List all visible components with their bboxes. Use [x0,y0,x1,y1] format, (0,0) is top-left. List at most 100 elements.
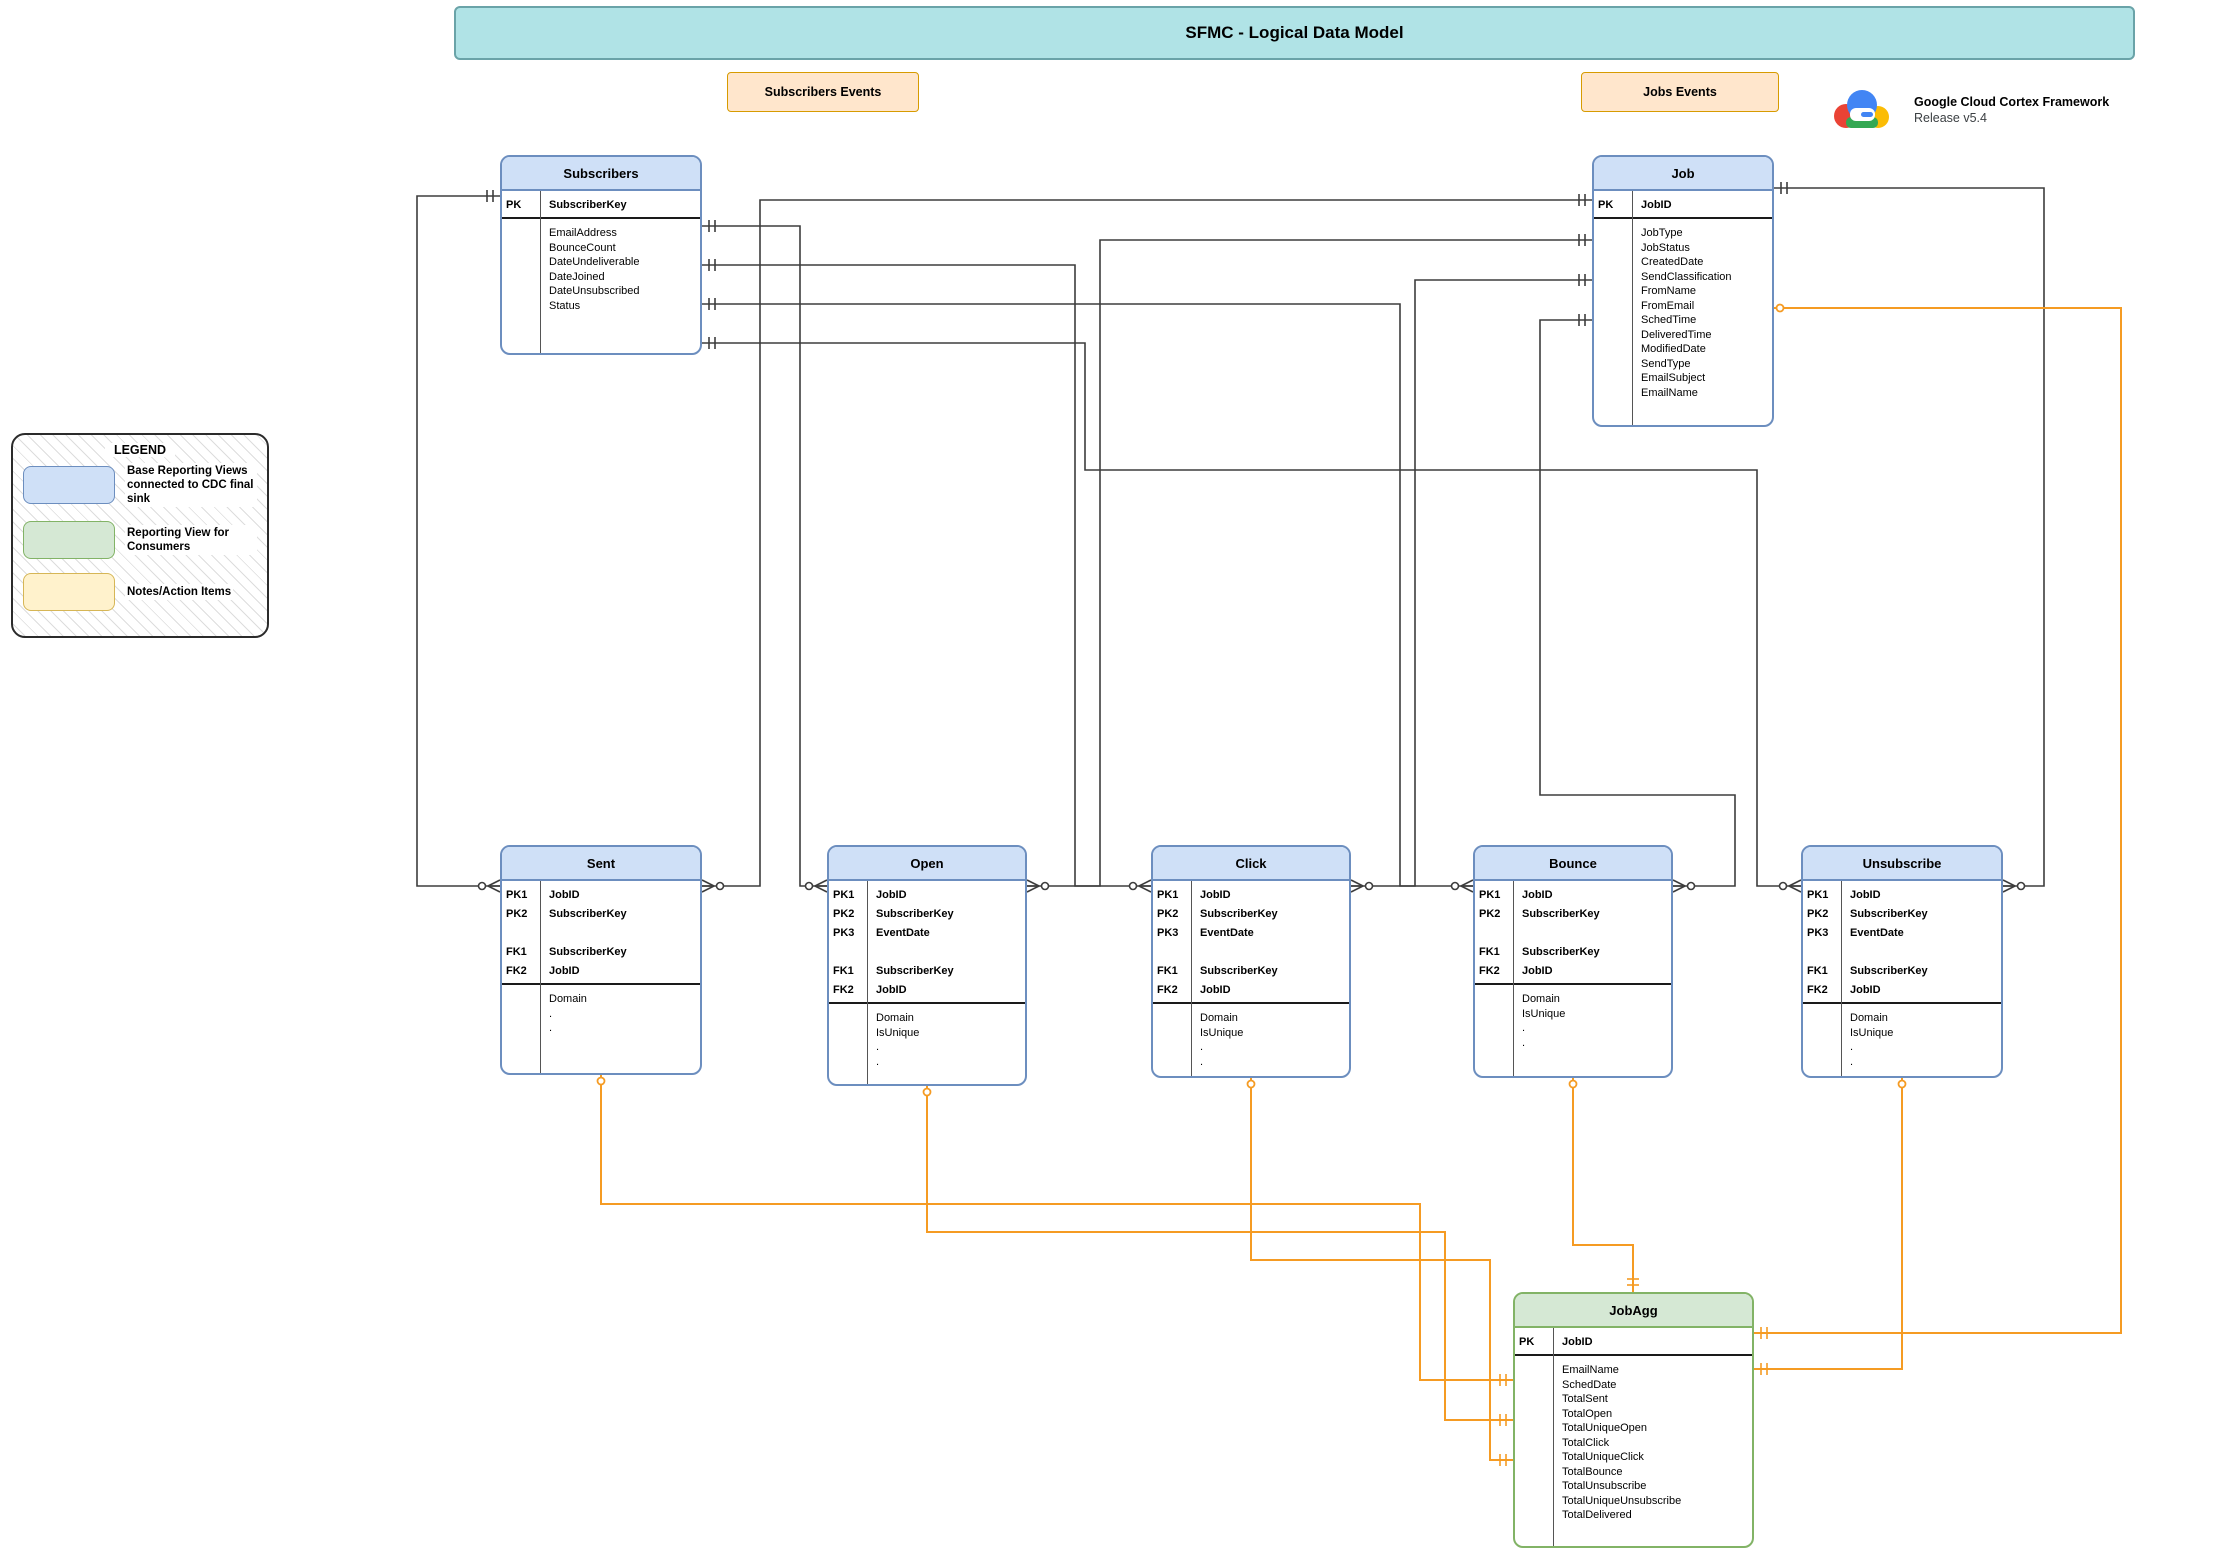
legend-title: LEGEND [105,443,175,457]
entity-separator [502,983,700,985]
entity-attribute: SendType [1641,357,1691,370]
entity-key-divider [867,881,868,1084]
entity-attribute: . [1200,1055,1204,1068]
entity-key-divider [540,191,541,353]
entity-separator [829,1002,1025,1004]
entity-attribute: EmailSubject [1641,372,1706,384]
entity-attribute: SchedTime [1641,314,1697,326]
note-subscribers-events: Subscribers Events [727,72,919,112]
entity-separator [1803,1002,2001,1004]
legend-swatch-green [23,521,115,559]
entity-title: Unsubscribe [1803,847,2001,881]
entity-attribute: EmailName [1641,386,1698,399]
entity-title: Sent [502,847,700,881]
google-cloud-logo-icon [1834,90,1889,128]
entity-attribute: IsUnique [1200,1026,1244,1039]
entity-title: JobAgg [1515,1294,1752,1328]
entity-attribute: DeliveredTime [1641,328,1712,341]
entity-title: Open [829,847,1025,881]
entity-attribute: Domain [876,1012,914,1024]
entity-separator [1515,1354,1752,1356]
entity-attribute: Domain [1200,1012,1238,1024]
legend-item-notes: Notes/Action Items [23,573,257,611]
entity-key-divider [1553,1328,1554,1546]
entity-attribute: DateJoined [549,270,605,283]
entity-key-divider [1513,881,1514,1076]
entity-attribute: . [876,1041,880,1053]
entity-attribute: EmailName [1562,1364,1619,1376]
note-jobs-events: Jobs Events [1581,72,1779,112]
entity-key-divider [1632,191,1633,425]
entity-attribute: CreatedDate [1641,256,1704,268]
entity-attribute: TotalSent [1562,1393,1608,1405]
entity-attribute: Domain [549,993,587,1005]
legend-swatch-yellow [23,573,115,611]
entity-attribute: . [1522,1036,1526,1049]
entity-title: Subscribers [502,157,700,191]
entity-attribute: Domain [1522,993,1560,1005]
entity-separator [1475,983,1671,985]
entity-attribute: JobStatus [1641,241,1690,254]
entity-title: Bounce [1475,847,1671,881]
entity-title: Job [1594,157,1772,191]
entity-attribute: . [1200,1041,1204,1053]
entity-attribute: BounceCount [549,241,616,254]
entity-attribute: TotalUniqueUnsubscribe [1562,1494,1682,1507]
legend: LEGEND Base Reporting Views connected to… [11,433,269,638]
entity-attribute: Domain [1850,1012,1888,1024]
entity-attribute: TotalBounce [1562,1465,1623,1478]
entity-attribute: TotalDelivered [1562,1509,1632,1521]
entity-key-divider [1191,881,1192,1076]
entity-attribute: . [1850,1041,1854,1053]
branding-release: Release v5.4 [1914,111,1987,125]
entity-attribute: TotalUniqueOpen [1562,1422,1648,1434]
entity-attribute: SchedDate [1562,1378,1617,1391]
entity-separator [502,217,700,219]
entity-attribute: SendClassification [1641,270,1732,283]
entity-attribute: FromEmail [1641,299,1695,312]
entity-separator [1153,1002,1349,1004]
entity-attribute: DateUnsubscribed [549,285,640,297]
entity-attribute: DateUndeliverable [549,256,640,268]
entity-key-row [1153,942,1349,961]
legend-item-consumer-views: Reporting View for Consumers [23,521,257,559]
entity-attribute: EmailAddress [549,227,617,239]
entity-key-row [1803,942,2001,961]
entity-attribute: ModifiedDate [1641,343,1706,355]
